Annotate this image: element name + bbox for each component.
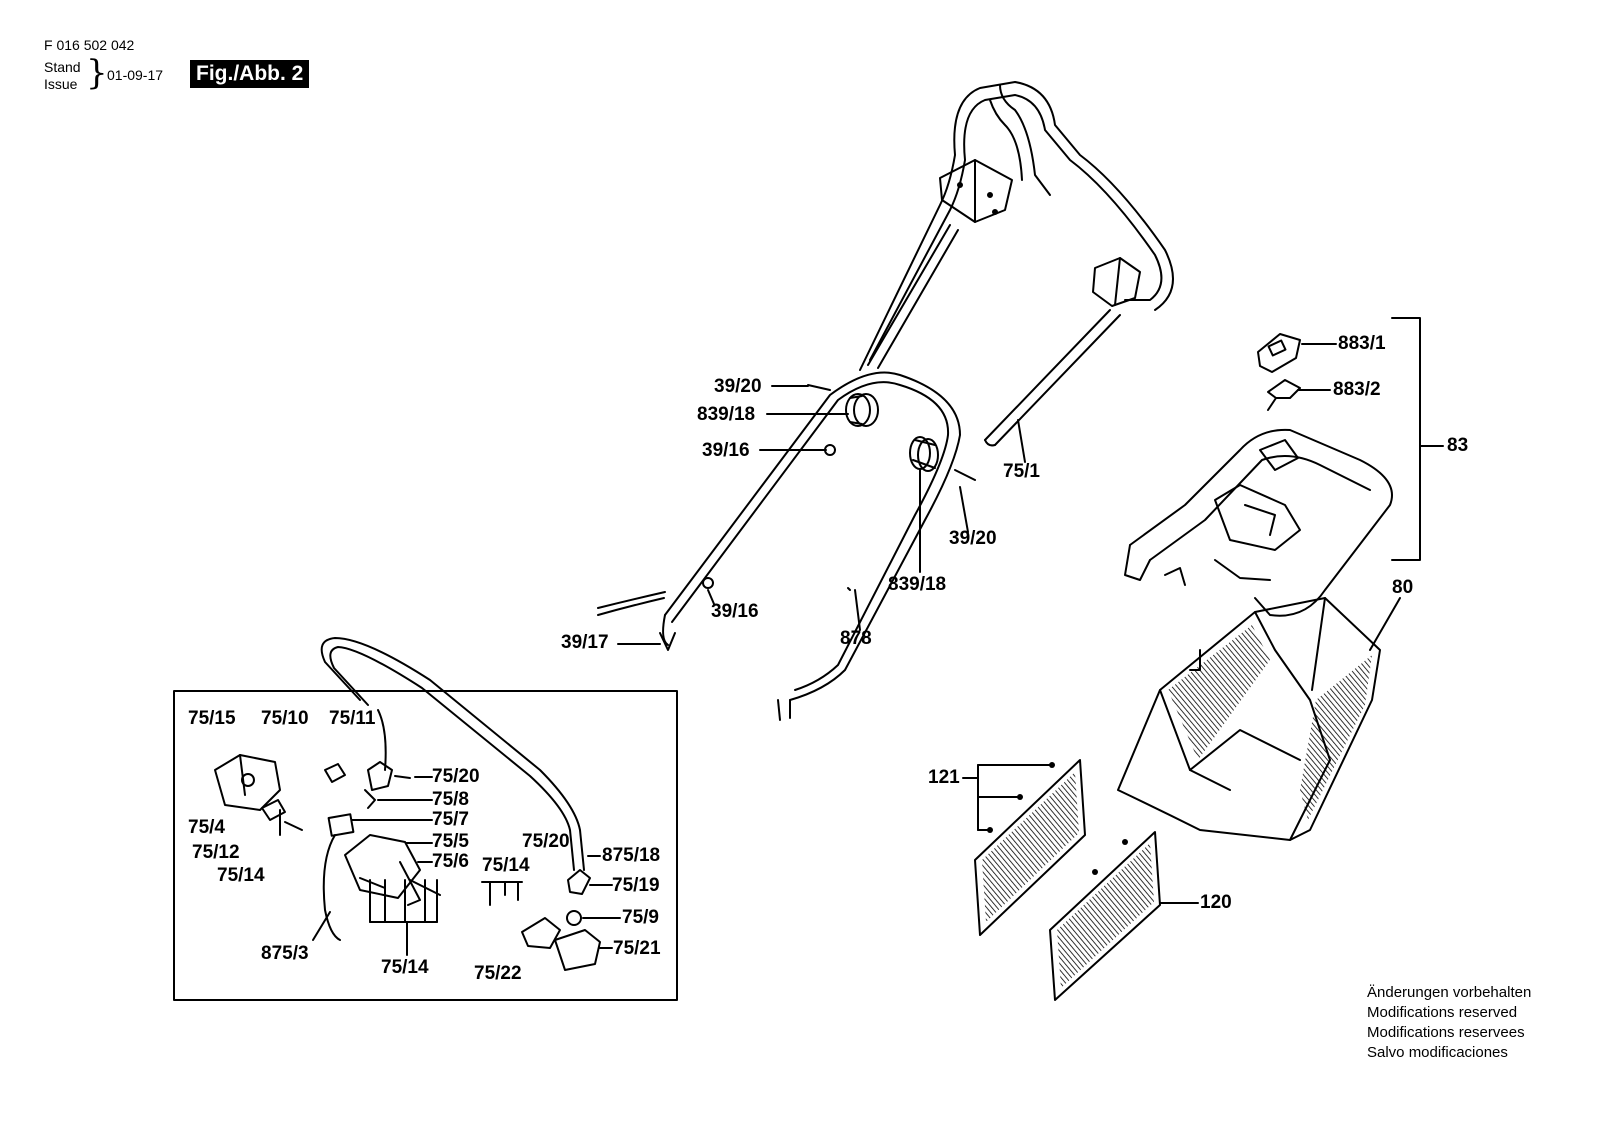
label-75-8: 75/8 xyxy=(432,789,469,810)
mesh-121 xyxy=(974,759,1086,936)
note-es: Salvo modificaciones xyxy=(1367,1044,1508,1061)
label-75-21: 75/21 xyxy=(613,938,661,959)
label-75-6: 75/6 xyxy=(432,851,469,872)
note-de: Änderungen vorbehalten xyxy=(1367,984,1532,1001)
mesh-121-fill xyxy=(982,772,1079,922)
mesh-120-fill xyxy=(1057,843,1154,988)
label-80: 80 xyxy=(1392,577,1414,598)
label-883-2: 883/2 xyxy=(1333,379,1381,400)
label-83: 83 xyxy=(1447,435,1469,456)
label-75-11: 75/11 xyxy=(329,708,376,729)
part-number: F 016 502 042 xyxy=(44,37,135,53)
label-120: 120 xyxy=(1200,892,1232,913)
label-39-20-b: 39/20 xyxy=(949,528,997,549)
stand-label: Stand xyxy=(44,59,81,75)
label-75-12: 75/12 xyxy=(192,842,240,863)
label-39-20-a: 39/20 xyxy=(714,376,762,397)
label-39-16-a: 39/16 xyxy=(702,440,750,461)
label-121: 121 xyxy=(928,767,960,788)
label-839-18-a: 839/18 xyxy=(697,404,756,425)
brace: } xyxy=(86,53,108,93)
lower-handle xyxy=(662,371,961,721)
basket-mesh-left xyxy=(1168,625,1270,760)
label-75-9: 75/9 xyxy=(622,907,659,928)
label-75-1: 75/1 xyxy=(1003,461,1040,482)
mesh-120 xyxy=(1049,831,1161,1001)
issue-label: Issue xyxy=(44,76,78,92)
label-75-10: 75/10 xyxy=(261,708,309,729)
label-39-16-b: 39/16 xyxy=(711,601,759,622)
issue-date: 01-09-17 xyxy=(107,67,164,83)
label-75-5: 75/5 xyxy=(432,831,469,852)
label-75-14-c: 75/14 xyxy=(482,855,530,876)
label-75-4: 75/4 xyxy=(188,817,225,838)
label-883-1: 883/1 xyxy=(1338,333,1386,354)
note-fr: Modifications reservees xyxy=(1367,1024,1525,1041)
label-39-17: 39/17 xyxy=(561,632,609,653)
label-75-15: 75/15 xyxy=(188,708,236,729)
label-75-19: 75/19 xyxy=(612,875,660,896)
label-75-14-a: 75/14 xyxy=(217,865,265,886)
label-878: 878 xyxy=(840,628,872,649)
label-75-22: 75/22 xyxy=(474,963,522,984)
catcher-basket xyxy=(1117,597,1381,841)
basket-mesh-right xyxy=(1300,655,1372,820)
label-75-7: 75/7 xyxy=(432,809,469,830)
upper-handle xyxy=(859,81,1174,447)
figure-label: Fig./Abb. 2 xyxy=(190,60,310,88)
label-75-20-b: 75/20 xyxy=(522,831,570,852)
note-en: Modifications reserved xyxy=(1367,1004,1518,1021)
knob-1 xyxy=(845,393,879,427)
label-75-14-b: 75/14 xyxy=(381,957,429,978)
knob-2 xyxy=(909,436,939,472)
label-75-20-a: 75/20 xyxy=(432,766,480,787)
label-839-18-b: 839/18 xyxy=(888,574,947,595)
catcher-lid xyxy=(1124,428,1393,617)
label-875-3: 875/3 xyxy=(261,943,309,964)
label-875-18: 875/18 xyxy=(602,845,661,866)
